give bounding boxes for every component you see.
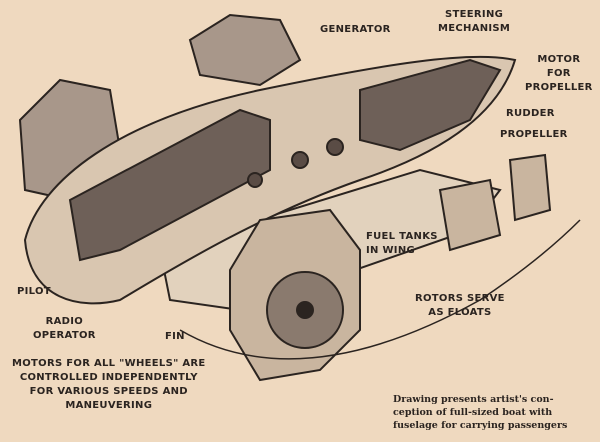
caption-line: ception of full-sized boat with: [393, 407, 553, 418]
label-line: RADIO: [45, 316, 84, 327]
label-line: STEERING: [445, 9, 504, 20]
label-line: MOTOR: [537, 54, 581, 65]
label-line: MANEUVERING: [65, 400, 153, 411]
label-radio-operator: RADIO OPERATOR: [33, 315, 96, 343]
label-motor-for-propeller: MOTOR FOR PROPELLER: [525, 53, 593, 95]
label-line: ROTORS SERVE: [415, 293, 505, 304]
label-fuel-tanks: FUEL TANKS IN WING: [366, 230, 438, 258]
label-line: FOR: [546, 68, 571, 79]
label-line: FOR VARIOUS SPEEDS AND: [29, 386, 188, 397]
caption: Drawing presents artist's con- ception o…: [393, 393, 593, 432]
caption-line: fuselage for carrying passengers: [393, 420, 568, 431]
label-line: FUEL TANKS: [366, 231, 438, 242]
label-rotors-floats: ROTORS SERVE AS FLOATS: [415, 292, 505, 320]
label-steering-mechanism: STEERING MECHANISM: [438, 8, 510, 36]
label-propeller: PROPELLER: [500, 129, 568, 140]
label-fin: FIN: [165, 331, 185, 342]
rear-wheel-top: [188, 13, 302, 87]
label-line: AS FLOATS: [428, 307, 492, 318]
label-line: MOTORS FOR ALL "WHEELS" ARE: [12, 358, 206, 369]
label-line: CONTROLLED INDEPENDENTLY: [19, 372, 198, 383]
rotor-float: [438, 178, 502, 252]
rear-rotor: [508, 153, 552, 222]
engine-cutaway: [359, 58, 502, 152]
label-line: OPERATOR: [33, 330, 96, 341]
label-pilot: PILOT: [17, 286, 51, 297]
water-line: [179, 219, 581, 360]
cabin-cutaway: [68, 108, 271, 262]
label-generator: GENERATOR: [320, 24, 391, 35]
label-rudder: RUDDER: [506, 108, 555, 119]
label-motors-wheels: MOTORS FOR ALL "WHEELS" ARE CONTROLLED I…: [12, 357, 206, 413]
label-line: MECHANISM: [438, 23, 511, 34]
label-line: IN WING: [366, 245, 415, 256]
label-line: PROPELLER: [525, 82, 593, 93]
caption-line: Drawing presents artist's con-: [393, 394, 554, 405]
